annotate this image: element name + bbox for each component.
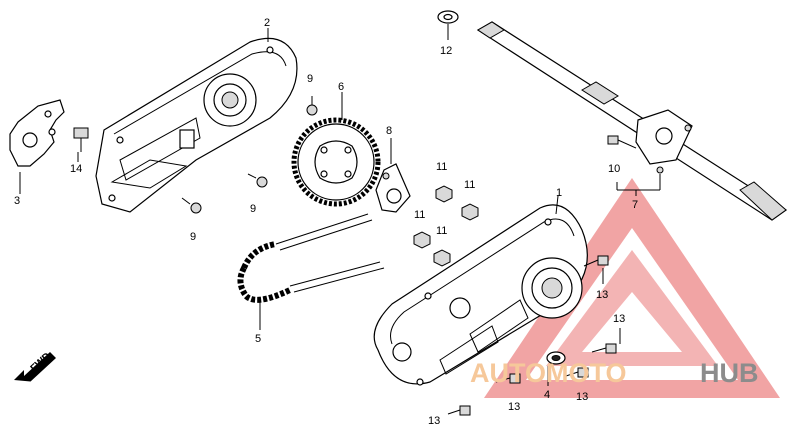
lower-chain-case xyxy=(373,204,588,386)
watermark-text: AUTOMOTO HUB xyxy=(470,358,759,388)
callout-13-e: 13 xyxy=(428,415,440,427)
callout-8: 8 xyxy=(386,125,392,137)
callout-7: 7 xyxy=(632,199,638,211)
forward-direction-indicator: FWD xyxy=(14,351,56,382)
callout-6: 6 xyxy=(338,81,344,93)
callout-11-b: 11 xyxy=(464,179,475,191)
callout-13-a: 13 xyxy=(596,289,608,301)
nut-11-b xyxy=(461,203,479,221)
callout-1: 1 xyxy=(556,187,562,199)
callout-3: 3 xyxy=(14,195,20,207)
bolt-13-a xyxy=(583,255,609,267)
callout-11-a: 11 xyxy=(436,161,447,173)
watermark-text-gray: HUB xyxy=(700,358,759,388)
chain-adjuster-bracket xyxy=(375,163,411,213)
callout-13-c: 13 xyxy=(576,391,588,403)
leader-lines xyxy=(19,24,661,386)
callout-9-lower: 9 xyxy=(190,231,196,243)
bolt-10 xyxy=(607,135,637,149)
bolt-9-mid xyxy=(247,173,268,188)
bolt-14 xyxy=(73,127,89,152)
bracket-plate xyxy=(9,99,65,167)
driven-sprocket xyxy=(291,117,381,207)
callout-10: 10 xyxy=(608,163,620,175)
watermark-text-colored: AUTOMOTO xyxy=(470,358,627,388)
watermark-triangle-logo xyxy=(484,178,780,398)
callout-13-b: 13 xyxy=(613,313,625,325)
callout-5: 5 xyxy=(255,333,261,345)
bolt-9-lower xyxy=(181,197,202,214)
callout-2: 2 xyxy=(264,17,270,29)
callout-labels: 1 2 3 4 5 6 7 8 9 9 9 10 11 11 11 11 12 … xyxy=(14,17,638,427)
nut-11-a xyxy=(435,185,453,203)
washer-12 xyxy=(437,10,459,24)
callout-9-mid: 9 xyxy=(250,203,256,215)
callout-14: 14 xyxy=(70,163,82,175)
callout-13-d: 13 xyxy=(508,401,520,413)
bolt-13-e xyxy=(447,405,471,416)
bolt-13-b xyxy=(591,343,617,354)
callout-12: 12 xyxy=(440,45,452,57)
upper-chain-case-cover xyxy=(95,37,298,213)
nut-11-d xyxy=(433,249,451,267)
bolt-13-d xyxy=(495,373,521,384)
callout-11-c: 11 xyxy=(414,209,425,221)
nut-11-c xyxy=(413,231,431,249)
rear-axle xyxy=(476,21,788,221)
bolt-9-upper xyxy=(306,96,318,116)
callout-11-d: 11 xyxy=(436,225,447,237)
drive-chain xyxy=(237,213,385,303)
bolt-13-c xyxy=(565,367,589,378)
callout-9-upper: 9 xyxy=(307,73,313,85)
collar-4 xyxy=(546,351,566,365)
callout-4: 4 xyxy=(544,389,550,401)
